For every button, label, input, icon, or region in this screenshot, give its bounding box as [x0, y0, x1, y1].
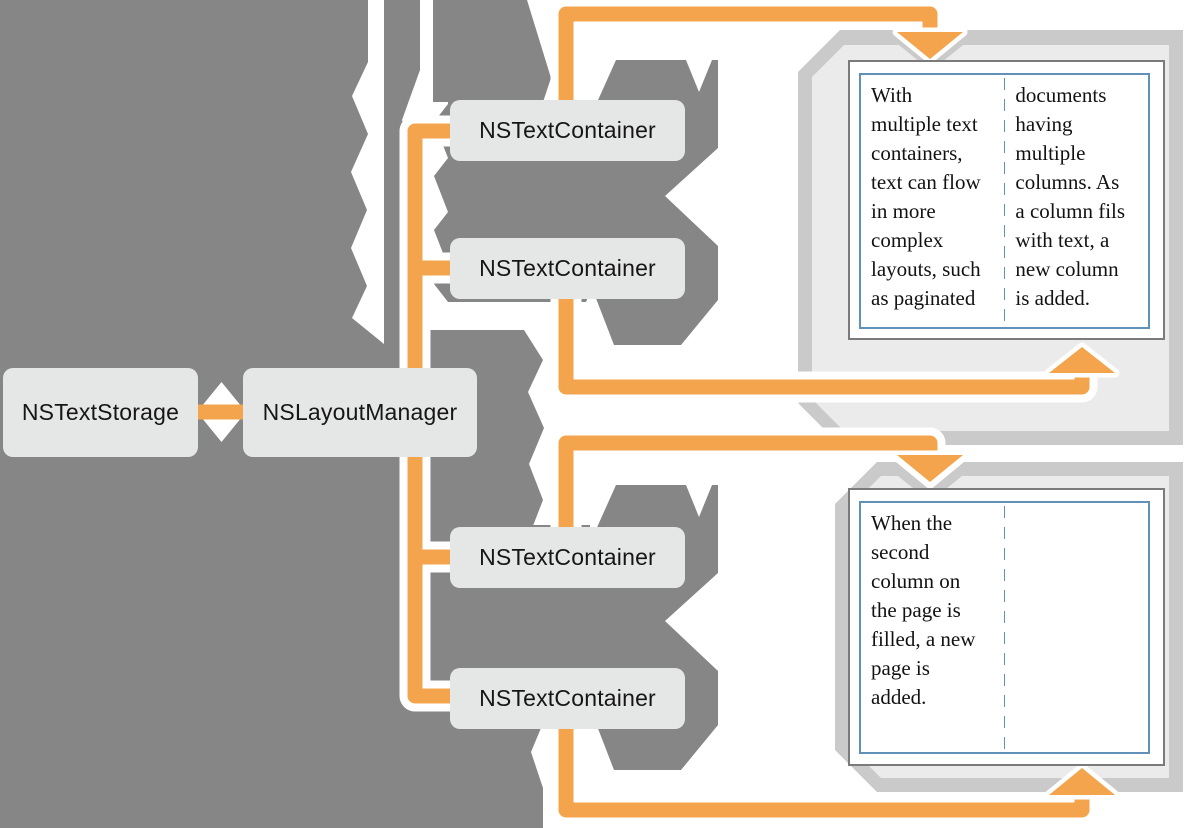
page1-text-area: With multiple text containers, text can … — [859, 73, 1150, 329]
node-label: NSTextContainer — [479, 685, 656, 711]
node-label: NSTextContainer — [479, 117, 656, 143]
arrow-container4-to-page2-bottom — [558, 729, 1120, 818]
node-label: NSTextContainer — [479, 544, 656, 570]
arrow-line — [558, 299, 1090, 395]
node-nstextcontainer-3: NSTextContainer — [450, 527, 685, 588]
node-nstextcontainer-4: NSTextContainer — [450, 668, 685, 729]
node-label: NSTextContainer — [479, 255, 656, 281]
gray-torn-strip-top-right — [433, 0, 551, 102]
node-label: NSLayoutManager — [262, 399, 458, 425]
page2-column-2 — [1005, 503, 1148, 752]
arrow-container2-to-page1-bottom — [558, 299, 1120, 395]
page2-column-1: When the second column on the page is fi… — [871, 511, 976, 709]
arrow-line — [558, 435, 938, 527]
node-nslayoutmanager: NSLayoutManager — [243, 368, 477, 457]
arrowhead-down — [892, 27, 968, 64]
node-nstextcontainer-1: NSTextContainer — [450, 100, 685, 161]
arrow-container3-to-page2-top — [558, 435, 968, 527]
page-preview-1: With multiple text containers, text can … — [848, 60, 1165, 340]
page-preview-2: When the second column on the page is fi… — [848, 488, 1165, 766]
page1-column-divider — [1003, 78, 1006, 324]
arrow-line — [558, 6, 938, 100]
page2-column-divider — [1003, 506, 1006, 749]
page2-text-area: When the second column on the page is fi… — [859, 501, 1150, 754]
arrowhead-up — [1044, 342, 1120, 378]
node-nstextstorage: NSTextStorage — [3, 368, 198, 457]
arrow-container1-to-page1-top — [558, 6, 968, 100]
storage-manager-link — [197, 382, 246, 442]
arrowhead-up — [1044, 763, 1120, 800]
page1-column-1: With multiple text containers, text can … — [871, 83, 981, 310]
node-nstextcontainer-2: NSTextContainer — [450, 238, 685, 299]
arrowhead-down — [892, 450, 968, 487]
page1-column-2: documents having multiple columns. As a … — [1015, 83, 1126, 310]
arrow-line — [558, 729, 1090, 818]
diamond-link-bar — [198, 404, 243, 420]
node-label: NSTextStorage — [21, 399, 180, 425]
